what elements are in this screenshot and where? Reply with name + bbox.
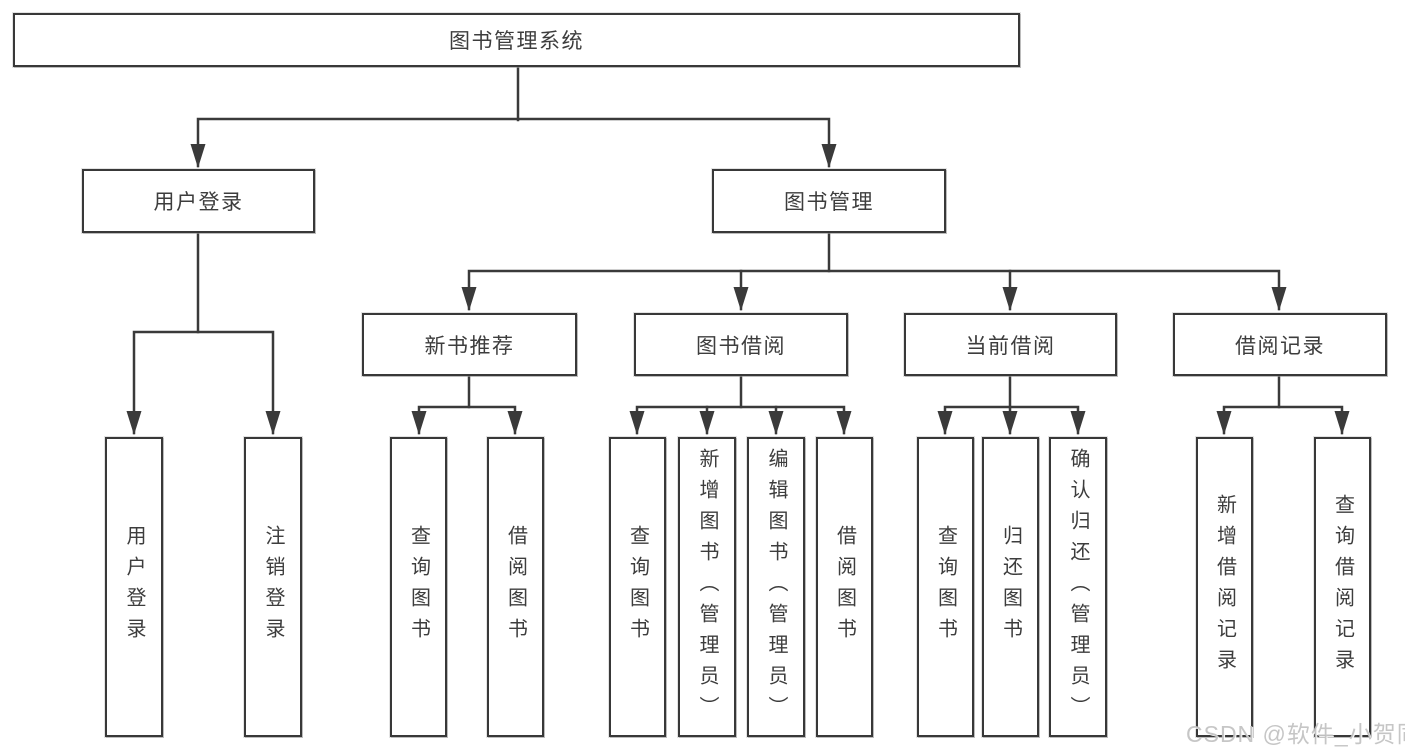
connector-user-login-children [126,330,281,435]
node-root: 图书管理系统 [13,13,1020,67]
connector-records-children [1216,405,1350,435]
leaf-recommend-query-books-label: 查询图书 [407,525,430,649]
node-borrow-records: 借阅记录 [1173,313,1387,376]
leaf-logout: 注销登录 [244,437,302,737]
leaf-add-borrow-record: 新增借阅记录 [1196,437,1253,737]
node-new-book-recommend-label: 新书推荐 [424,334,515,358]
leaf-logout-label: 注销登录 [262,525,284,649]
node-user-login: 用户登录 [82,169,315,233]
leaf-borrow-query-books: 查询图书 [609,437,666,737]
connector-current-children [937,405,1086,435]
node-root-label: 图书管理系统 [449,30,584,53]
leaf-recommend-query-books: 查询图书 [390,437,447,737]
node-book-borrow-label: 图书借阅 [696,334,786,358]
node-new-book-recommend: 新书推荐 [362,313,577,376]
leaf-add-borrow-record-label: 新增借阅记录 [1213,494,1236,680]
node-current-borrow-label: 当前借阅 [965,334,1056,358]
leaf-confirm-return-admin: 确认归还（管理员） [1049,437,1107,737]
node-borrow-records-label: 借阅记录 [1235,334,1325,358]
leaf-borrow-books-label: 借阅图书 [833,525,856,649]
leaf-edit-books-admin: 编辑图书（管理员） [747,437,805,737]
node-current-borrow: 当前借阅 [904,313,1117,376]
leaf-add-books-admin: 新增图书（管理员） [678,437,736,737]
leaf-borrow-books: 借阅图书 [816,437,873,737]
leaf-return-books: 归还图书 [982,437,1039,737]
leaf-recommend-borrow-books: 借阅图书 [487,437,544,737]
node-book-borrow: 图书借阅 [634,313,848,376]
leaf-add-books-admin-label: 新增图书（管理员） [696,447,718,727]
leaf-current-query-books-label: 查询图书 [934,525,957,649]
node-book-management-label: 图书管理 [784,191,874,214]
leaf-recommend-borrow-books-label: 借阅图书 [504,525,527,649]
connector-recommend-children [411,405,523,435]
node-user-login-label: 用户登录 [153,191,244,214]
leaf-user-login: 用户登录 [105,437,163,737]
leaf-query-borrow-record-label: 查询借阅记录 [1331,494,1354,680]
leaf-borrow-query-books-label: 查询图书 [626,525,649,649]
leaf-query-borrow-record: 查询借阅记录 [1314,437,1371,737]
connector-level3 [461,269,1287,311]
leaf-current-query-books: 查询图书 [917,437,974,737]
leaf-user-login-label: 用户登录 [123,525,145,649]
leaf-edit-books-admin-label: 编辑图书（管理员） [765,447,787,727]
connector-borrow-children [629,405,852,435]
node-book-management: 图书管理 [712,169,946,233]
csdn-watermark: CSDN @软件_小贺同学 [1186,721,1405,747]
connector-level2 [190,117,837,168]
leaf-confirm-return-admin-label: 确认归还（管理员） [1067,447,1089,727]
leaf-return-books-label: 归还图书 [999,525,1022,649]
